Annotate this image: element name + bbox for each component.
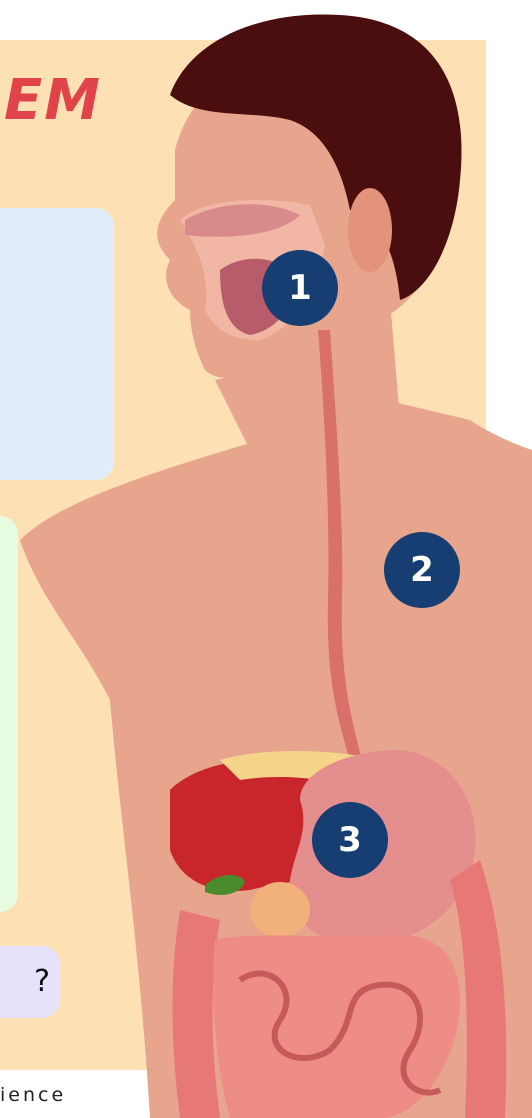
marker-1[interactable]: 1 <box>262 250 338 326</box>
marker-1-label: 1 <box>288 268 312 308</box>
footer-text-fragment: ience <box>0 1084 66 1106</box>
marker-2[interactable]: 2 <box>384 532 460 608</box>
marker-3[interactable]: 3 <box>312 802 388 878</box>
pancreas <box>250 882 310 938</box>
marker-3-label: 3 <box>338 820 362 860</box>
marker-2-label: 2 <box>410 550 434 590</box>
ear <box>348 188 392 272</box>
